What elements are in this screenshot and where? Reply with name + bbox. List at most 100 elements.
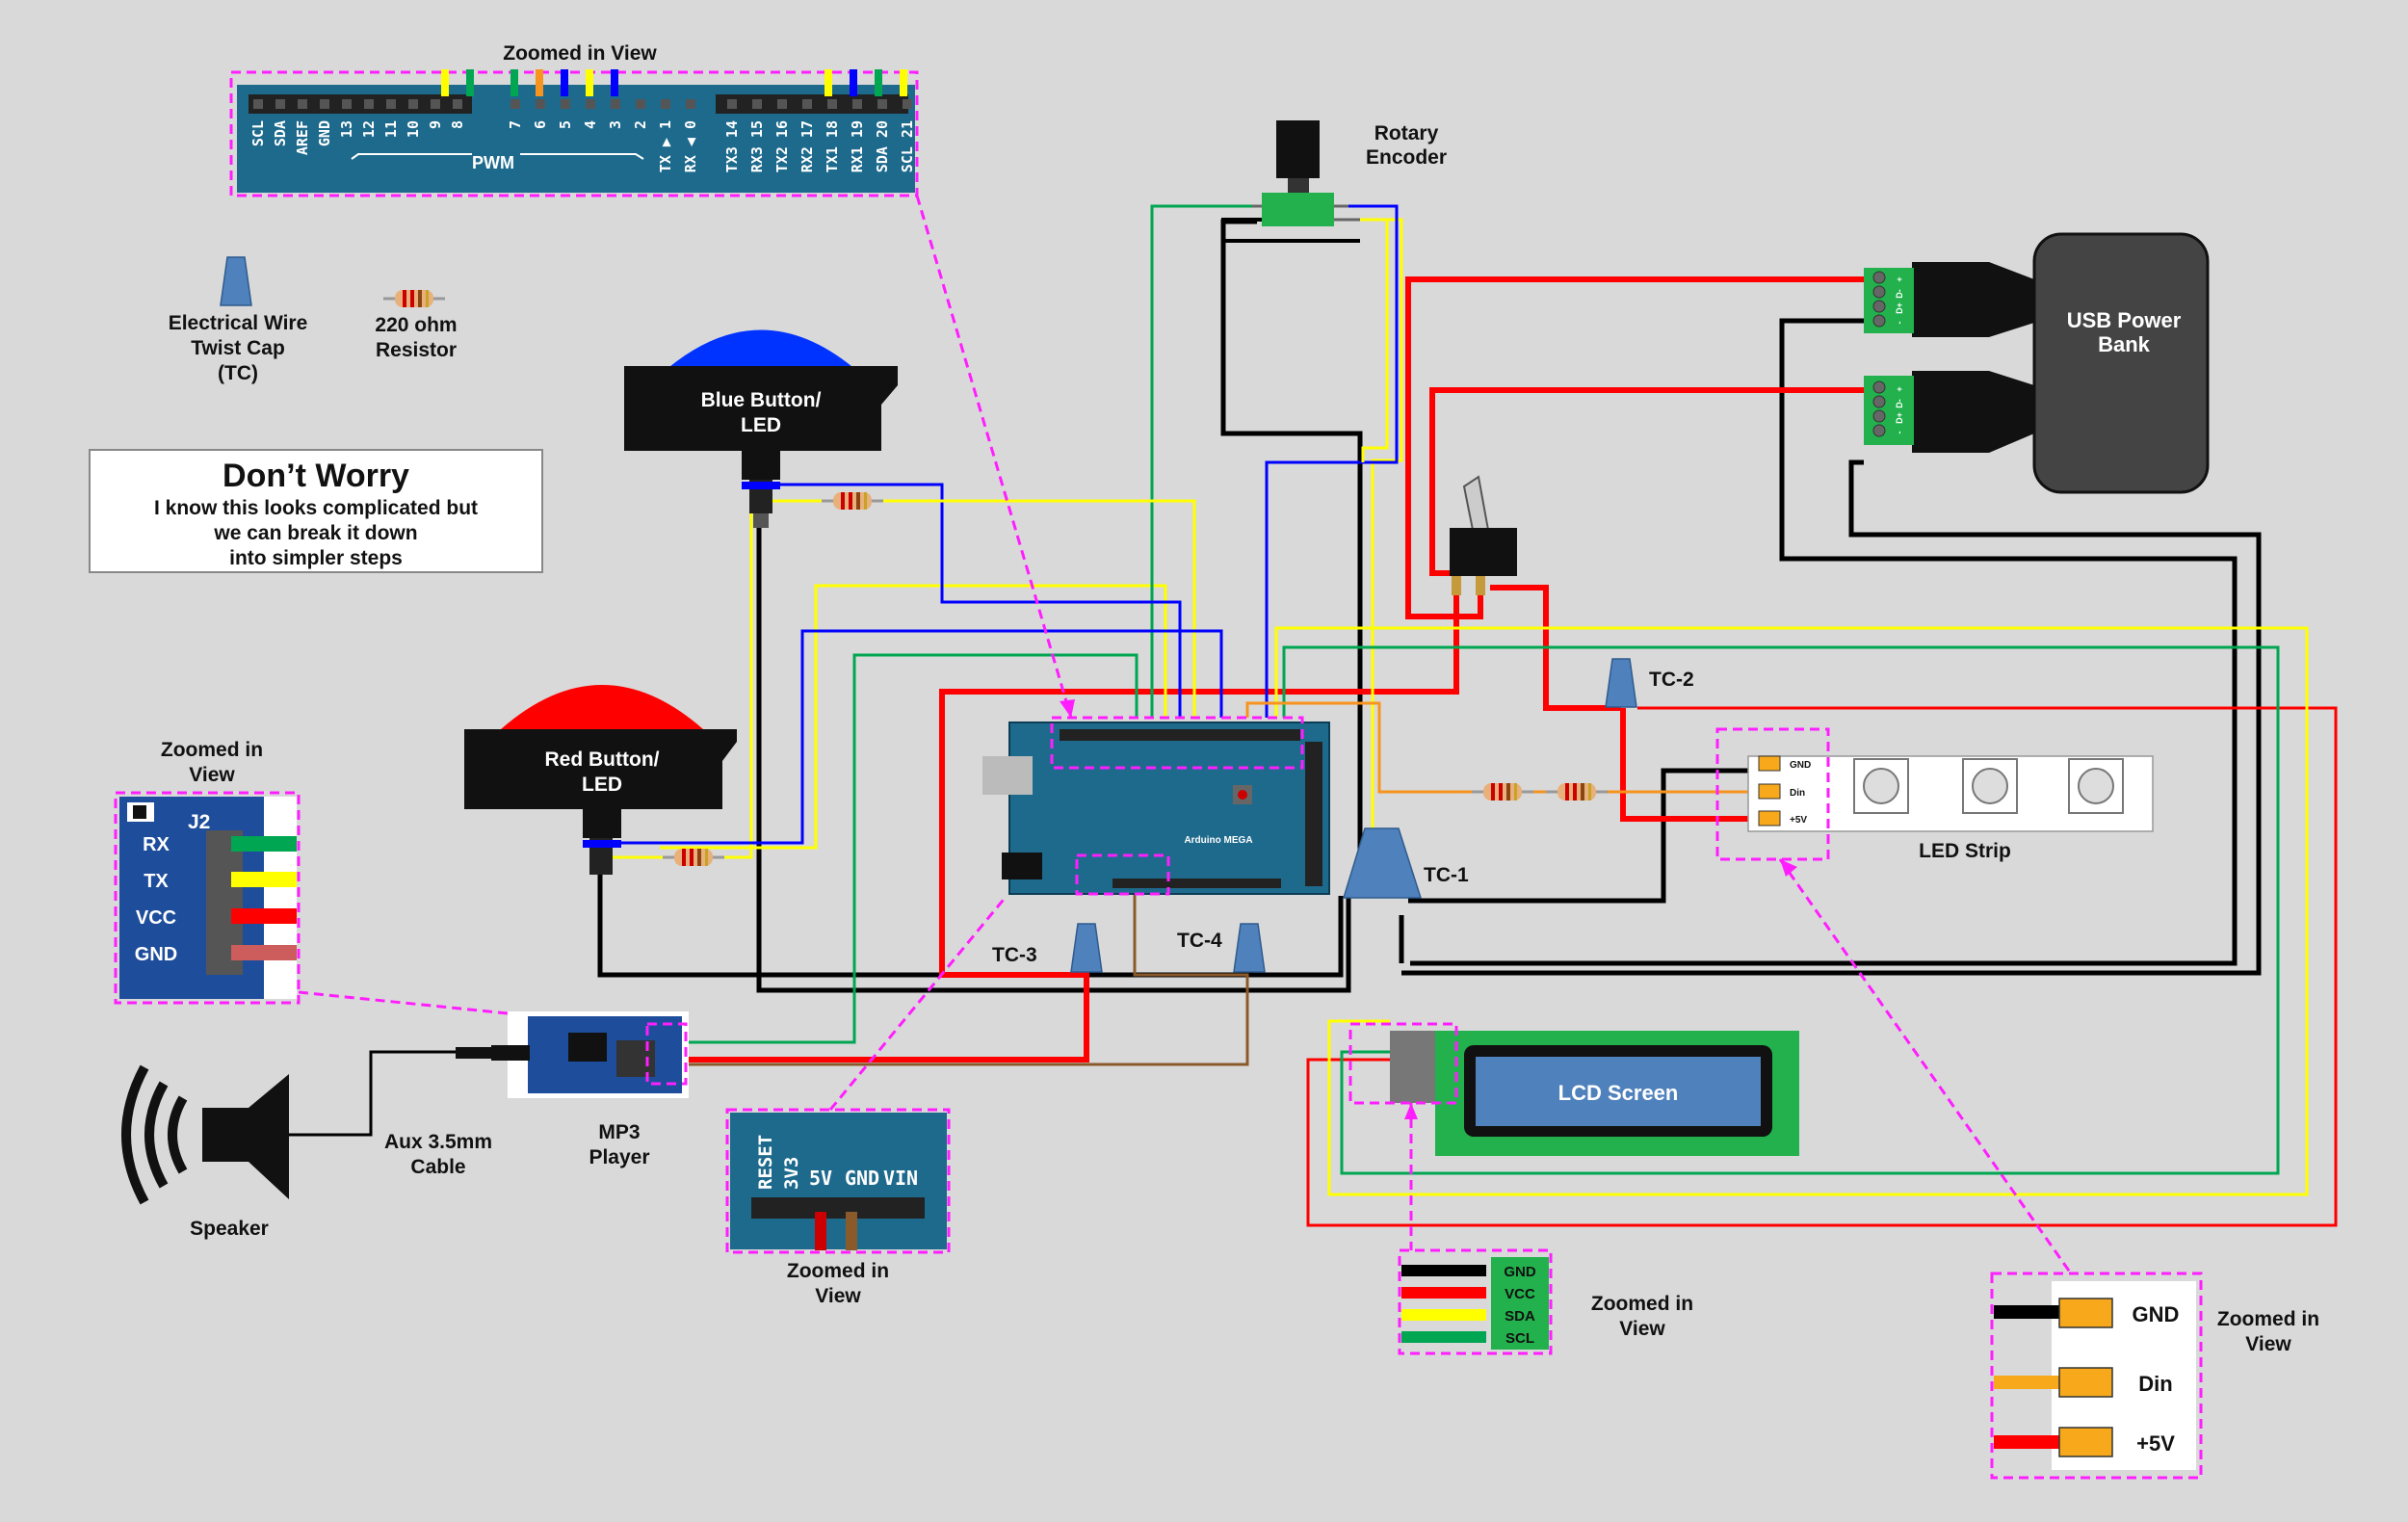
header-pin — [802, 99, 812, 109]
tc1-label: TC-1 — [1424, 864, 1469, 886]
header-pin — [298, 99, 307, 109]
red-button: Red Button/ LED — [464, 685, 737, 875]
blue-button: Blue Button/ LED — [624, 329, 898, 528]
arduino-mega: Arduino MEGA — [982, 716, 1610, 896]
power-pin-label: GND — [845, 1167, 879, 1190]
strip-pad-label: GND — [1790, 760, 1811, 771]
strip-zoom-title-2: View — [2245, 1333, 2291, 1355]
usb-pin-label: - — [1895, 432, 1904, 434]
header-pin — [275, 99, 285, 109]
power-pin-label: VIN — [883, 1167, 918, 1190]
header-pin — [364, 99, 374, 109]
usb-pin-label: - — [1895, 322, 1904, 325]
blue-button-label-2: LED — [741, 414, 781, 436]
header-pin — [453, 99, 462, 109]
header-pin — [777, 99, 787, 109]
header-pin-label: 11 — [382, 120, 400, 138]
tc3-label: TC-3 — [992, 944, 1037, 966]
header-pin — [827, 99, 837, 109]
header-pin — [877, 99, 887, 109]
header-pin-label: RX3 15 — [748, 120, 766, 172]
lcd-pin-label: SCL — [1505, 1330, 1534, 1347]
header-pin-label: 8 — [449, 120, 466, 129]
lcd-pin-label: GND — [1504, 1264, 1536, 1280]
lcd-screen: LCD Screen — [1348, 1022, 1799, 1156]
header-pin — [752, 99, 762, 109]
res-legend-1: 220 ohm — [375, 314, 457, 336]
rotary-label-1: Rotary — [1374, 122, 1439, 144]
header-pin-label: 2 — [632, 120, 649, 129]
mp3-pin-label: VCC — [136, 907, 176, 929]
header-pin-label: 9 — [427, 120, 444, 129]
usb-connector-bottom — [1864, 371, 2034, 453]
usb-pin-label: D- — [1895, 289, 1904, 299]
led-1 — [1853, 758, 1909, 814]
usb-label-1: USB Power — [2067, 308, 2182, 332]
lcd-pin-label: VCC — [1505, 1286, 1535, 1302]
header-pin — [320, 99, 329, 109]
lcd-zoom-title-1: Zoomed in — [1591, 1293, 1693, 1315]
header-pin-label: 3 — [607, 120, 624, 129]
header-pin-label: RX2 17 — [798, 120, 816, 172]
header-wire-stubs — [441, 69, 907, 96]
led-strip-label: LED Strip — [1919, 840, 2011, 862]
note-line-2: we can break it down — [213, 522, 417, 544]
mp3-zoom-title-1: Zoomed in — [161, 739, 263, 761]
mp3-label-1: MP3 — [598, 1121, 640, 1143]
speaker: Speaker Aux 3.5mm Cable — [121, 1064, 492, 1240]
note-box: Don’t Worry I know this looks complicate… — [89, 449, 543, 573]
usb-pin-label: + — [1895, 386, 1904, 391]
tc2-label: TC-2 — [1649, 669, 1694, 691]
power-zoom-title-1: Zoomed in — [787, 1260, 889, 1282]
power-zoom-title-2: View — [815, 1285, 861, 1307]
power-pin-label: 3V3 — [781, 1157, 802, 1190]
tc-legend-2: Twist Cap — [191, 337, 285, 359]
header-pin-label: SCL 21 — [899, 120, 916, 172]
header-pin — [586, 99, 595, 109]
usb-screw — [1872, 409, 1886, 423]
twist-cap-tc1: TC-1 — [1342, 827, 1469, 899]
header-pin — [253, 99, 263, 109]
header-pin — [386, 99, 396, 109]
usb-screw — [1872, 424, 1886, 437]
strip-pad-label: Din — [1790, 788, 1805, 799]
usb-pin-label: + — [1895, 276, 1904, 281]
blue-button-label-1: Blue Button/ — [701, 389, 822, 411]
mp3-pin-label: TX — [144, 871, 169, 892]
strip-pad — [1758, 810, 1781, 827]
note-line-1: I know this looks complicated but — [154, 497, 478, 519]
header-pin — [852, 99, 862, 109]
power-pin-label: RESET — [755, 1135, 776, 1190]
strip-pin-label: GND — [2133, 1302, 2180, 1326]
toggle-switch — [1450, 475, 1517, 595]
red-button-label-1: Red Button/ — [545, 748, 660, 771]
wires-black — [597, 219, 2262, 993]
aux-label-2: Cable — [410, 1156, 465, 1178]
usb-pin-label: D- — [1895, 399, 1904, 408]
header-pin — [727, 99, 737, 109]
usb-label-2: Bank — [2098, 332, 2151, 356]
tc4-label: TC-4 — [1177, 930, 1222, 952]
header-pin — [408, 99, 418, 109]
header-pin — [342, 99, 352, 109]
usb-pin-label: D+ — [1895, 412, 1904, 424]
usb-screw — [1872, 285, 1886, 299]
usb-screw — [1872, 395, 1886, 408]
header-zoom-title: Zoomed in View — [503, 42, 657, 65]
usb-screw — [1872, 300, 1886, 313]
lcd-zoom-title-2: View — [1619, 1318, 1665, 1340]
header-pin-label: AREF — [294, 120, 311, 155]
pwm-label: PWM — [472, 153, 514, 172]
strip-pin-label: +5V — [2136, 1431, 2175, 1456]
header-pin-label: 7 — [507, 120, 524, 129]
twist-cap-tc4: TC-4 — [1177, 923, 1266, 973]
strip-pad — [1758, 783, 1781, 800]
tc-legend-3: (TC) — [218, 362, 258, 384]
header-pin-label: 13 — [338, 120, 355, 138]
header-pin-label: SDA 20 — [874, 120, 891, 172]
